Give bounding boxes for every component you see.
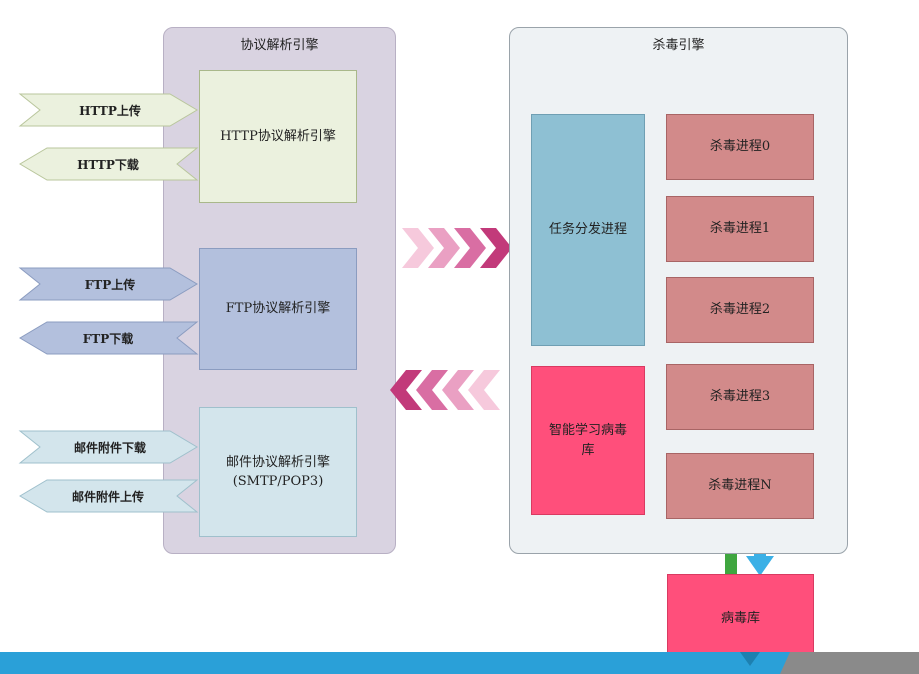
process-box: 杀毒进程0 xyxy=(666,114,814,180)
footer-notch-icon xyxy=(740,652,790,674)
smart-learning-box: 智能学习病毒 库 xyxy=(531,366,645,515)
antivirus-panel-title: 杀毒引擎 xyxy=(652,38,705,53)
ftp-upload-label: FTP上传 xyxy=(84,277,136,292)
virus-db-box: 病毒库 xyxy=(667,574,814,663)
mail-upload-arrow xyxy=(19,479,199,513)
chevron-right-icon xyxy=(402,228,512,268)
mail-download-arrow xyxy=(18,430,198,464)
mail-upload-label: 邮件附件上传 xyxy=(71,489,144,504)
footer-bar-accent xyxy=(780,652,919,674)
process-box: 杀毒进程2 xyxy=(666,277,814,343)
task-dispatch-box: 任务分发进程 xyxy=(531,114,645,346)
http-parser-box: HTTP协议解析引擎 xyxy=(199,70,357,203)
ftp-upload-arrow xyxy=(18,267,198,301)
process-box: 杀毒进程1 xyxy=(666,196,814,262)
ftp-download-label: FTP下载 xyxy=(82,331,134,346)
process-box: 杀毒进程3 xyxy=(666,364,814,430)
mail-download-label: 邮件附件下载 xyxy=(73,440,146,455)
http-upload-arrow xyxy=(18,93,198,127)
http-upload-label: HTTP上传 xyxy=(79,103,141,118)
footer-bar xyxy=(0,652,919,674)
ftp-download-arrow xyxy=(19,321,199,355)
protocol-panel-title: 协议解析引擎 xyxy=(240,38,319,53)
http-download-label: HTTP下载 xyxy=(77,157,139,172)
ftp-parser-box: FTP协议解析引擎 xyxy=(199,248,357,370)
http-download-arrow xyxy=(19,147,199,181)
chevron-left-icon xyxy=(390,370,500,410)
mail-parser-box: 邮件协议解析引擎 (SMTP/POP3) xyxy=(199,407,357,537)
process-box: 杀毒进程N xyxy=(666,453,814,519)
